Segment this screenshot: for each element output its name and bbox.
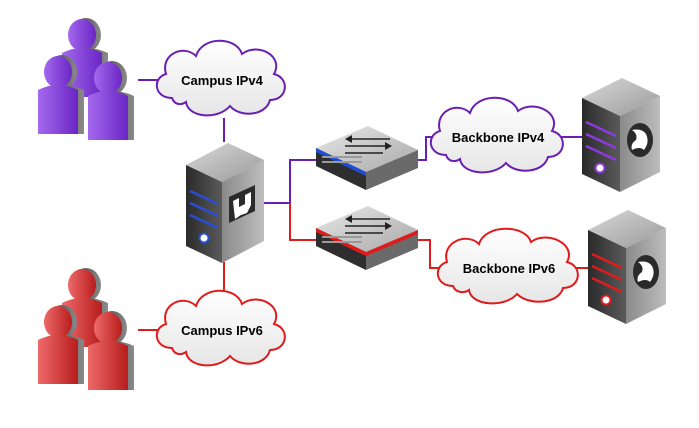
cloud-campus-ipv4: Campus IPv4 bbox=[156, 39, 286, 117]
globe-server-icon bbox=[582, 78, 660, 192]
cloud-label: Backbone IPv4 bbox=[452, 130, 545, 145]
cloud-label: Campus IPv4 bbox=[181, 73, 263, 88]
user-group-icon bbox=[38, 18, 134, 140]
link-server-switch4 bbox=[262, 159, 316, 204]
user-group-icon bbox=[38, 268, 134, 390]
cloud-backbone-ipv4: Backbone IPv4 bbox=[430, 96, 564, 174]
firewall-server-icon bbox=[186, 143, 264, 263]
network-switch-icon bbox=[316, 126, 418, 190]
cloud-label: Backbone IPv6 bbox=[463, 261, 556, 276]
cloud-label: Campus IPv6 bbox=[181, 323, 263, 338]
network-switch-icon bbox=[316, 206, 418, 270]
cloud-backbone-ipv6: Backbone IPv6 bbox=[437, 227, 579, 305]
cloud-campus-ipv6: Campus IPv6 bbox=[156, 289, 286, 367]
link-server-switch6 bbox=[289, 203, 316, 241]
globe-server-icon bbox=[588, 210, 666, 324]
